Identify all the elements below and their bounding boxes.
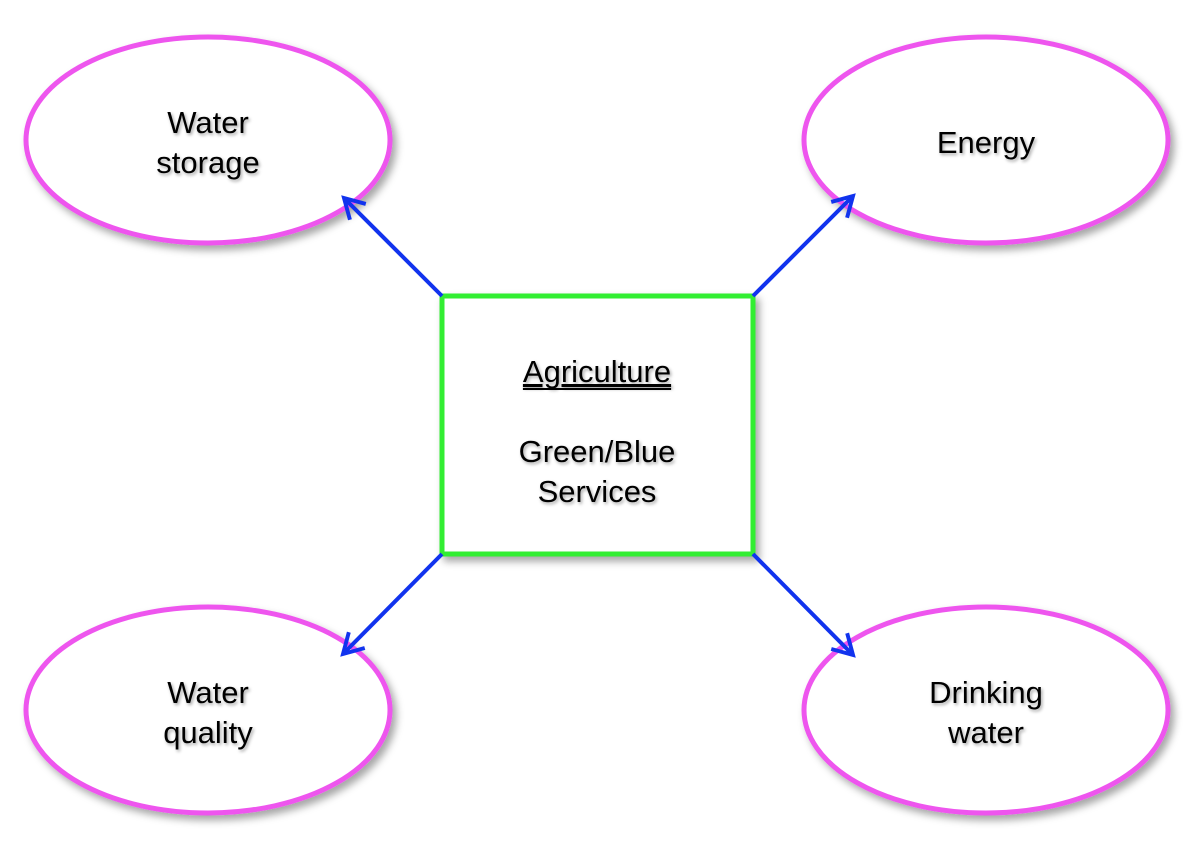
- arrow-to-water-quality: [340, 552, 444, 657]
- arrow-to-water-storage: [341, 195, 444, 298]
- center-title: Agriculture: [523, 354, 671, 389]
- arrow-to-drinking-water: [751, 552, 856, 658]
- node-water-quality-ellipse: [23, 604, 393, 816]
- water-quality-label-line1: Water: [167, 675, 249, 710]
- water-storage-label-line2: storage: [156, 145, 259, 180]
- node-energy-ellipse: [801, 34, 1171, 246]
- center-line2: Services: [538, 474, 657, 509]
- drinking-water-label-line1: Drinking: [929, 675, 1043, 710]
- drinking-water-label-line2: water: [947, 715, 1024, 750]
- arrow-to-energy: [751, 193, 856, 298]
- center-line1: Green/Blue: [519, 434, 676, 469]
- energy-label: Energy: [937, 125, 1036, 160]
- center-box: [439, 293, 756, 557]
- water-quality-label-line2: quality: [163, 715, 253, 750]
- node-drinking-water-ellipse: [801, 604, 1171, 816]
- water-storage-label-line1: Water: [167, 105, 249, 140]
- node-water-storage-ellipse: [23, 34, 393, 246]
